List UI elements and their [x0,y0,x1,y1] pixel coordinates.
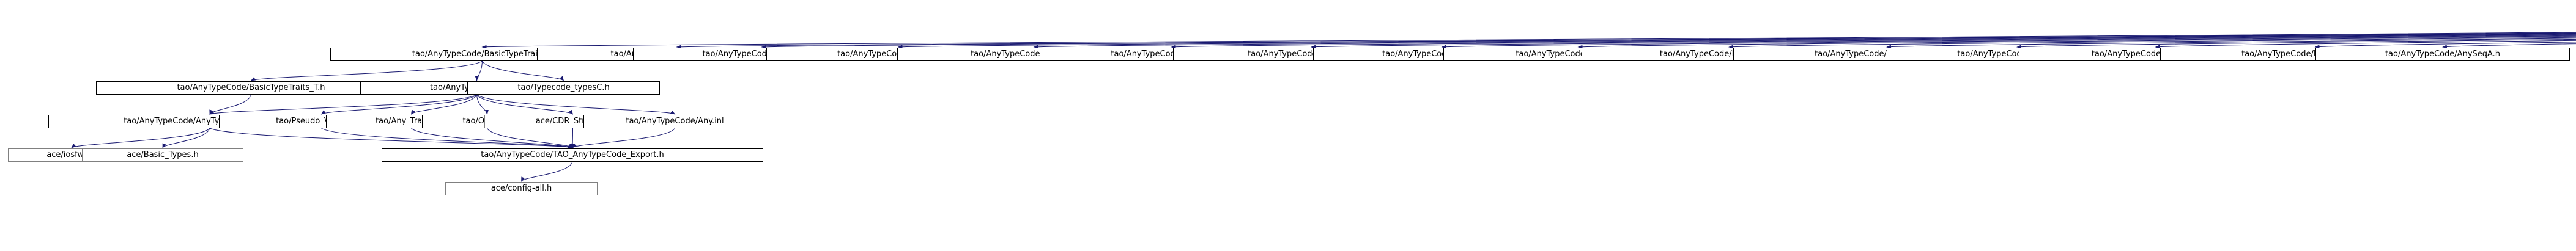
graph-edge [411,94,477,115]
graph-node-tao_export[interactable]: tao/AnyTypeCode/TAO_AnyTypeCode_Export.h [382,148,763,162]
graph-edge [487,128,573,148]
graph-node-typecode_typesc[interactable]: tao/Typecode_typesC.h [467,81,660,95]
graph-node-anytypecode_any_inl[interactable]: tao/AnyTypeCode/Any.inl [583,115,766,128]
graph-edge [676,32,2576,49]
graph-edge [2016,38,2576,49]
graph-edge [761,32,2576,49]
graph-edge [476,94,676,115]
graph-edge [571,128,575,148]
graph-edge [1033,34,2576,49]
graph-node-ace_basic_types[interactable]: ace/Basic_Types.h [82,148,243,162]
graph-edge [2314,42,2576,49]
graph-edge [2442,43,2576,49]
graph-edge [482,60,564,81]
graph-edge [476,94,489,115]
graph-edge [481,32,2576,49]
graph-edge [897,33,2576,49]
graph-edge [521,161,573,182]
graph-edge [209,94,477,115]
graph-edge [475,60,483,81]
graph-node-anyseq[interactable]: tao/AnyTypeCode/AnySeqA.h [2315,48,2570,61]
graph-edge [411,128,573,148]
graph-edge [71,128,210,148]
graph-edge [209,128,573,148]
graph-edge [1171,34,2576,49]
graph-edge [321,128,573,148]
graph-edge [1577,36,2576,49]
graph-edge [320,94,477,115]
graph-edge [476,94,574,115]
graph-node-basictypetraits_t[interactable]: tao/AnyTypeCode/BasicTypeTraits_T.h [96,81,406,95]
graph-edge [2155,40,2576,49]
graph-edge [572,128,675,148]
graph-edge [209,94,251,115]
graph-edge [1886,38,2576,49]
graph-edge [250,60,483,81]
graph-node-ace_config[interactable]: ace/config-all.h [445,182,598,195]
graph-edge [1311,35,2576,49]
graph-edge [1728,37,2576,49]
graph-edge [1441,35,2576,49]
graph-edge [162,128,210,148]
